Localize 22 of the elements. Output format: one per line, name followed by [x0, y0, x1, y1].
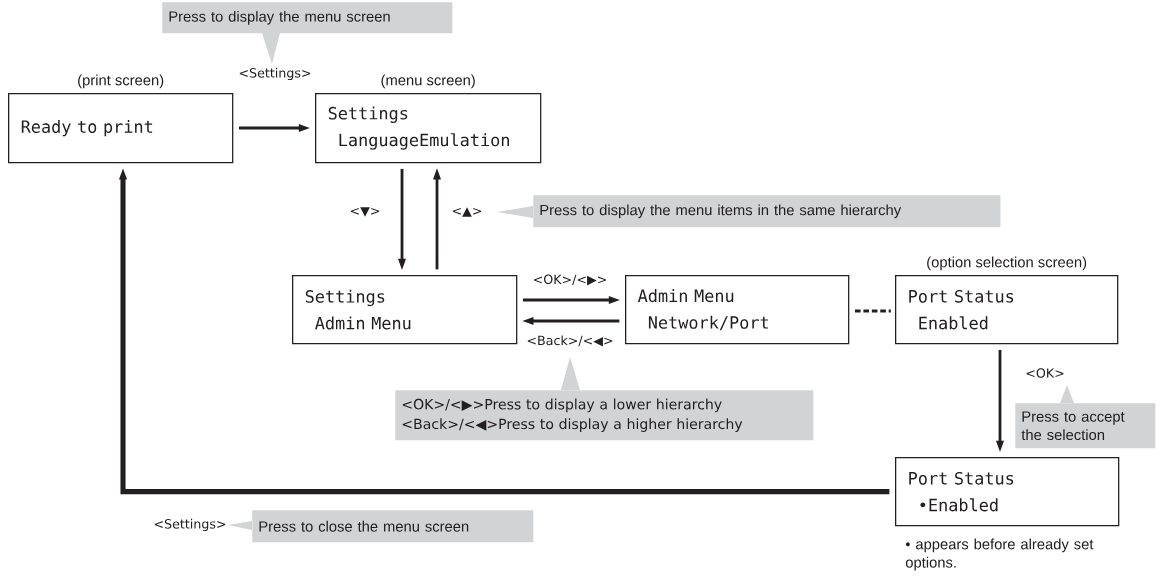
callout-box: <OK>/<▶>Press to display a lower hierarchy <Back>/<◀>Press to display a higher hierarchy: [395, 357, 814, 441]
key-label: <Back>/<◀>: [525, 334, 615, 348]
screen-box: Ready to print: [8, 93, 234, 164]
note-text: • appears before already set options.: [905, 538, 1094, 571]
callout-box: Press to close the menu screen: [228, 510, 534, 543]
key-label: <OK>: [1023, 366, 1067, 380]
key-label: <▲>: [450, 205, 484, 219]
key-label: <Settings>: [237, 66, 313, 82]
screen-box: Port Status •Enabled: [895, 457, 1120, 527]
callout-box: Press to accept the selection: [1015, 385, 1156, 449]
callout-box: Press to display the menu screen: [162, 2, 453, 64]
key-label: <OK>/<▶>: [531, 273, 609, 287]
key-label: <▼>: [348, 205, 382, 219]
key-label: <Settings>: [152, 517, 228, 533]
screen-box: Settings Admin Menu: [292, 275, 518, 345]
screen-box: Settings LanguageEmulation: [315, 93, 542, 164]
screen-caption: (option selection screen): [927, 256, 1087, 271]
screen-caption: (menu screen): [381, 74, 475, 89]
screen-box: Port Status Enabled: [895, 275, 1119, 345]
screen-box: Admin Menu Network/Port: [625, 275, 850, 345]
callout-box: Press to display the menu items in the same hierarchy: [497, 195, 1001, 228]
screen-caption: (print screen): [78, 74, 164, 89]
